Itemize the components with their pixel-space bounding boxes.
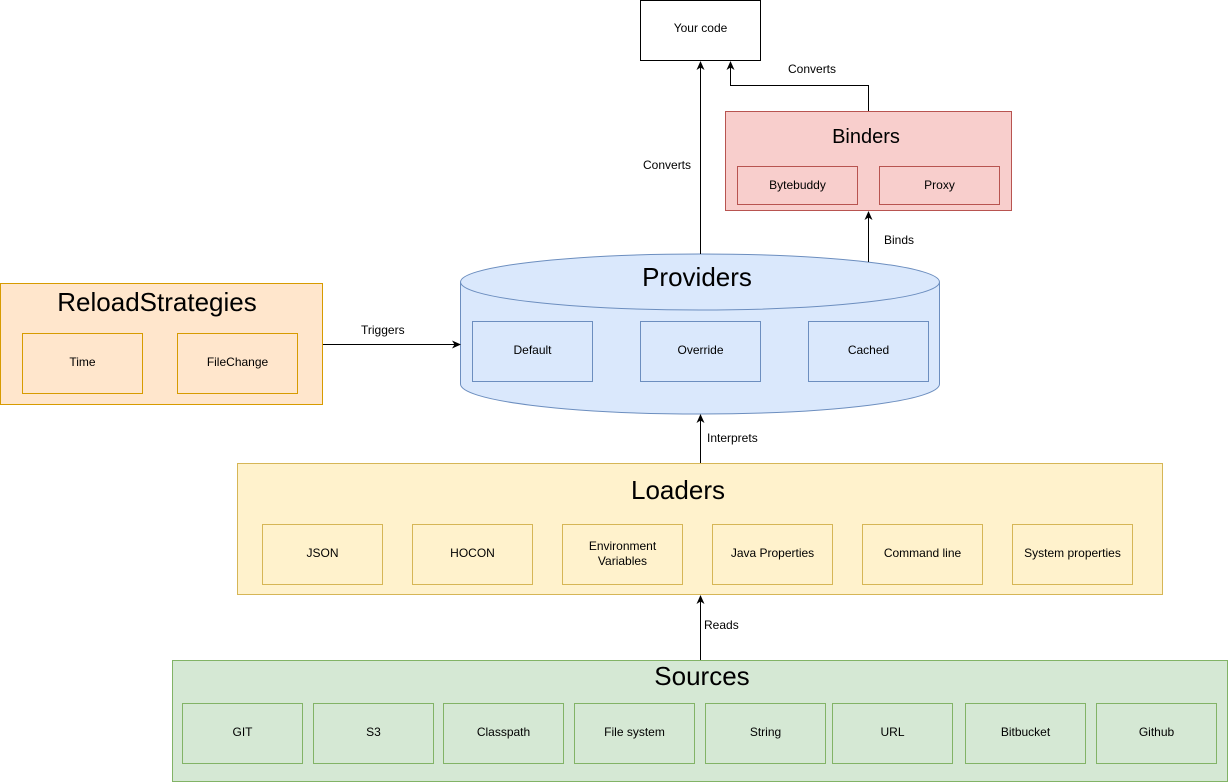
- source-string-box[interactable]: [705, 703, 826, 764]
- edge-binders-to-code[interactable]: [726, 61, 869, 111]
- provider-default-box[interactable]: [472, 321, 593, 382]
- your-code-label: Your code: [674, 21, 728, 35]
- loaders-container: [237, 463, 1163, 595]
- loader-java-properties-label: Java Properties: [731, 546, 814, 560]
- provider-override-box[interactable]: [640, 321, 761, 382]
- sources-group[interactable]: Sources GIT S3 Classpath File system Str…: [172, 660, 1228, 782]
- loader-json-box[interactable]: [262, 524, 383, 585]
- edge-binders-to-code-label: Converts: [788, 62, 836, 76]
- provider-cached-box[interactable]: [808, 321, 929, 382]
- source-s3-box[interactable]: [313, 703, 434, 764]
- source-string-label: String: [750, 725, 781, 739]
- providers-group[interactable]: Providers Default Override Cached: [460, 253, 940, 415]
- reload-filechange-box[interactable]: [177, 333, 298, 394]
- edge-loaders-to-providers-label: Interprets: [707, 431, 758, 445]
- source-bitbucket-label: Bitbucket: [1001, 725, 1051, 739]
- loader-environment-label-line2: Variables: [598, 554, 647, 568]
- provider-default-label: Default: [513, 343, 552, 357]
- source-s3-label: S3: [366, 725, 381, 739]
- loader-hocon-label: HOCON: [450, 546, 495, 560]
- your-code-node[interactable]: Your code: [640, 0, 761, 61]
- sources-title: Sources: [654, 661, 749, 691]
- loader-command-line-box[interactable]: [862, 524, 983, 585]
- reload-strategies-group[interactable]: ReloadStrategies Time FileChange: [0, 283, 323, 405]
- loader-system-properties-label: System properties: [1024, 546, 1121, 560]
- edge-providers-to-binders-label: Binds: [884, 233, 914, 247]
- source-url-label: URL: [880, 725, 904, 739]
- edge-reload-to-providers-label: Triggers: [361, 323, 405, 337]
- loader-system-properties-box[interactable]: [1012, 524, 1133, 585]
- reload-strategies-title: ReloadStrategies: [57, 287, 256, 317]
- source-bitbucket-box[interactable]: [965, 703, 1086, 764]
- source-github-label: Github: [1139, 725, 1175, 739]
- reload-filechange-label: FileChange: [207, 355, 269, 369]
- source-classpath-label: Classpath: [477, 725, 530, 739]
- edge-providers-to-code-label: Converts: [643, 158, 691, 172]
- loader-environment-box[interactable]: [562, 524, 683, 585]
- reload-time-label: Time: [69, 355, 96, 369]
- loaders-group[interactable]: Loaders JSON HOCON Environment Variables…: [237, 463, 1163, 595]
- source-classpath-box[interactable]: [443, 703, 564, 764]
- reload-time-box[interactable]: [22, 333, 143, 394]
- source-url-box[interactable]: [832, 703, 953, 764]
- binders-title: Binders: [832, 126, 900, 148]
- source-git-box[interactable]: [182, 703, 303, 764]
- source-github-box[interactable]: [1096, 703, 1217, 764]
- edges: Converts Converts Binds Triggers Interpr…: [323, 61, 914, 660]
- loader-environment-label-line1: Environment: [589, 539, 657, 553]
- loader-java-properties-box[interactable]: [712, 524, 833, 585]
- loader-command-line-label: Command line: [884, 546, 962, 560]
- edge-sources-to-loaders-label: Reads: [704, 618, 739, 632]
- loaders-title: Loaders: [631, 475, 725, 505]
- source-file-system-label: File system: [604, 725, 665, 739]
- provider-cached-label: Cached: [848, 343, 889, 357]
- source-file-system-box[interactable]: [574, 703, 695, 764]
- your-code-box: [640, 0, 761, 61]
- binder-proxy-label: Proxy: [924, 178, 955, 192]
- providers-title: Providers: [642, 262, 752, 292]
- binder-bytebuddy-label: Bytebuddy: [769, 178, 826, 192]
- provider-override-label: Override: [677, 343, 723, 357]
- binder-bytebuddy-box[interactable]: [737, 166, 858, 205]
- binder-proxy-box[interactable]: [879, 166, 1000, 205]
- source-git-label: GIT: [233, 725, 254, 739]
- binders-group[interactable]: Binders Bytebuddy Proxy: [725, 111, 1012, 211]
- loader-json-label: JSON: [306, 546, 338, 560]
- loader-hocon-box[interactable]: [412, 524, 533, 585]
